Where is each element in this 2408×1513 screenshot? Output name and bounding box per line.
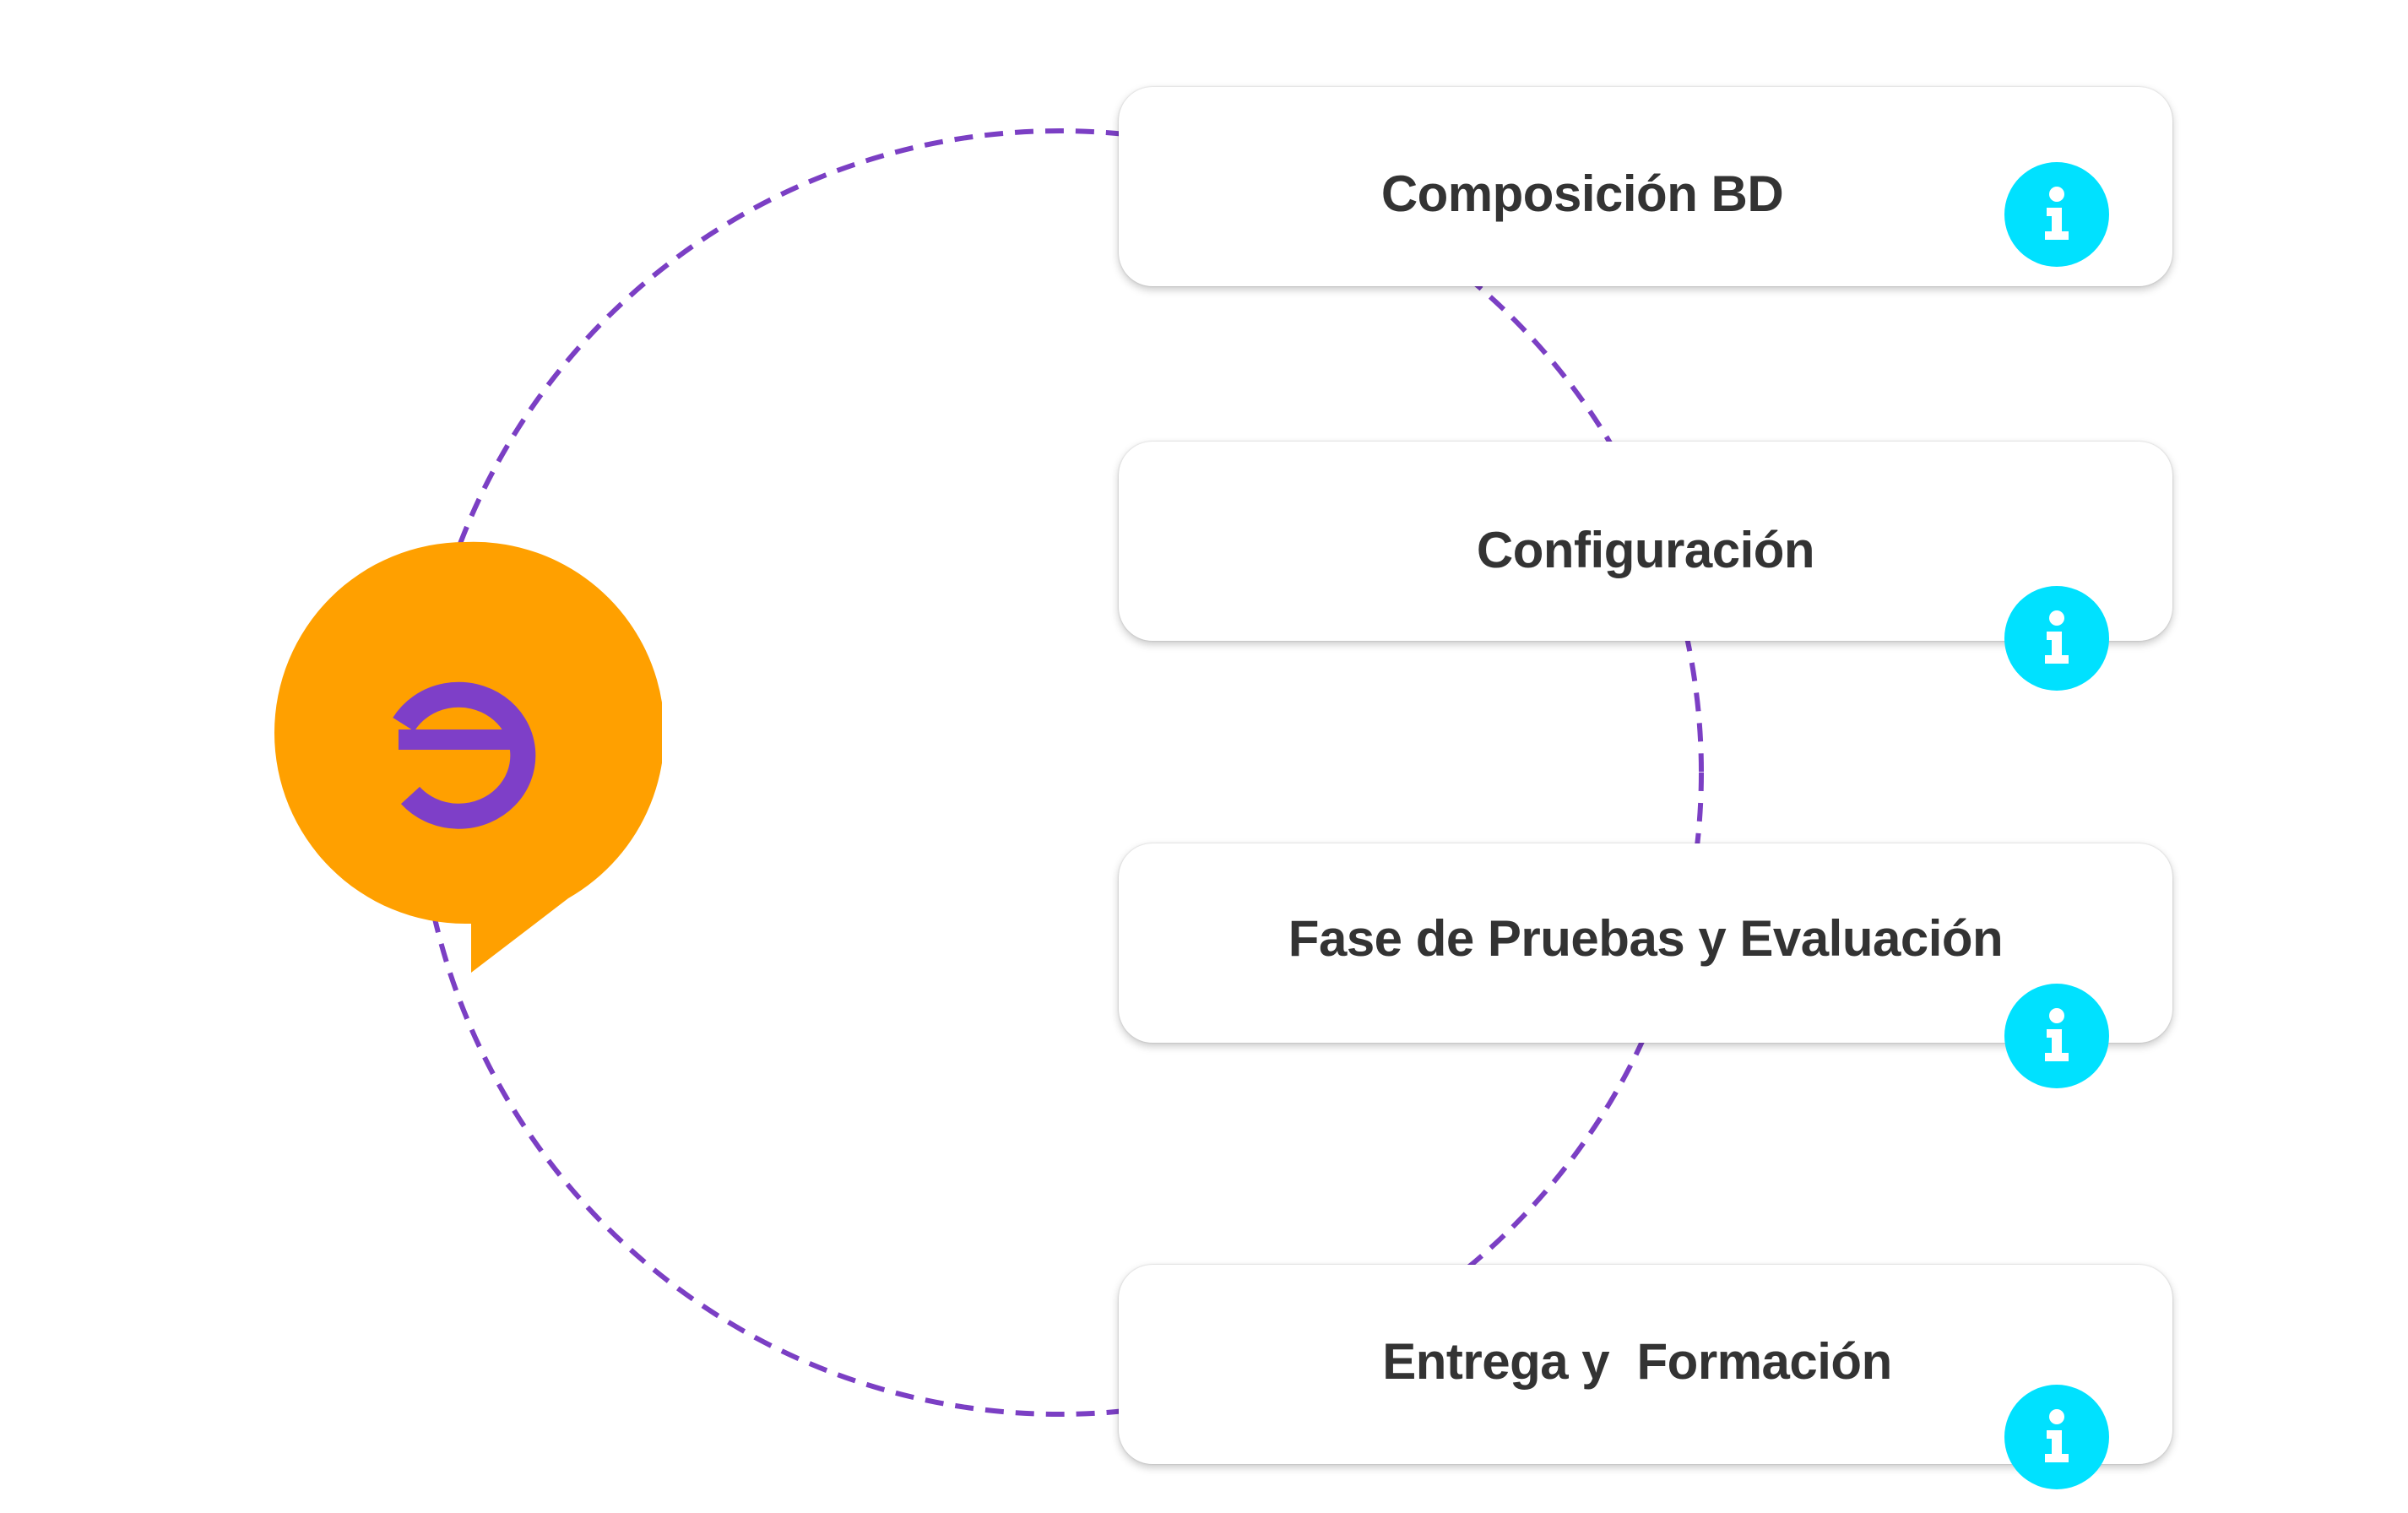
step-card-configuracion[interactable]: Configuración [1119,442,2172,641]
brand-logo [268,534,662,974]
step-label: Composición BD [1380,165,1784,222]
info-button-composicion[interactable] [2004,162,2109,267]
step-label: Configuración [1476,522,1815,578]
step-card-pruebas[interactable]: Fase de Pruebas y Evaluación [1119,843,2172,1043]
info-icon [2004,586,2109,691]
step-label: Fase de Pruebas y Evaluación [1288,910,2004,967]
info-icon [2004,1385,2109,1489]
speech-bubble-logo-icon [274,541,662,973]
step-card-composicion[interactable]: Composición BD [1119,87,2172,286]
info-button-entrega[interactable] [2004,1385,2109,1489]
info-icon [2004,162,2109,267]
step-label: Entrega y Formación [1382,1333,1892,1390]
info-button-pruebas[interactable] [2004,984,2109,1088]
info-icon [2004,984,2109,1088]
step-card-entrega[interactable]: Entrega y Formación [1119,1265,2172,1464]
info-button-configuracion[interactable] [2004,586,2109,691]
